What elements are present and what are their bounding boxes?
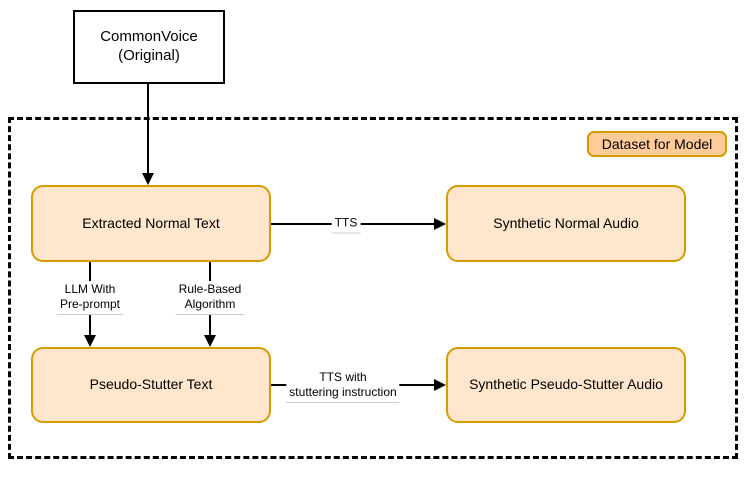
- arrowhead-right-icon: [434, 379, 446, 391]
- node-pseudo-stutter-text: Pseudo-Stutter Text: [31, 347, 271, 423]
- edge-label-llm-preprompt: LLM With Pre-prompt: [56, 281, 124, 315]
- arrowhead-down-icon: [84, 335, 96, 347]
- edge-label-tts: TTS: [331, 214, 361, 234]
- arrowhead-down-icon: [142, 173, 154, 185]
- arrow-line-commonvoice-to-extracted: [147, 84, 149, 174]
- node-synthetic-normal-audio: Synthetic Normal Audio: [446, 185, 686, 262]
- dataset-boundary-box: [8, 117, 738, 459]
- node-commonvoice-original: CommonVoice (Original): [73, 10, 225, 84]
- dataset-for-model-badge: Dataset for Model: [587, 131, 727, 157]
- node-extracted-normal-text: Extracted Normal Text: [31, 185, 271, 262]
- edge-label-tts-stuttering: TTS with stuttering instruction: [286, 369, 400, 403]
- arrowhead-down-icon: [204, 335, 216, 347]
- edge-label-rule-based: Rule-Based Algorithm: [175, 281, 245, 315]
- node-synthetic-pseudo-stutter-audio: Synthetic Pseudo-Stutter Audio: [446, 347, 686, 423]
- arrowhead-right-icon: [434, 218, 446, 230]
